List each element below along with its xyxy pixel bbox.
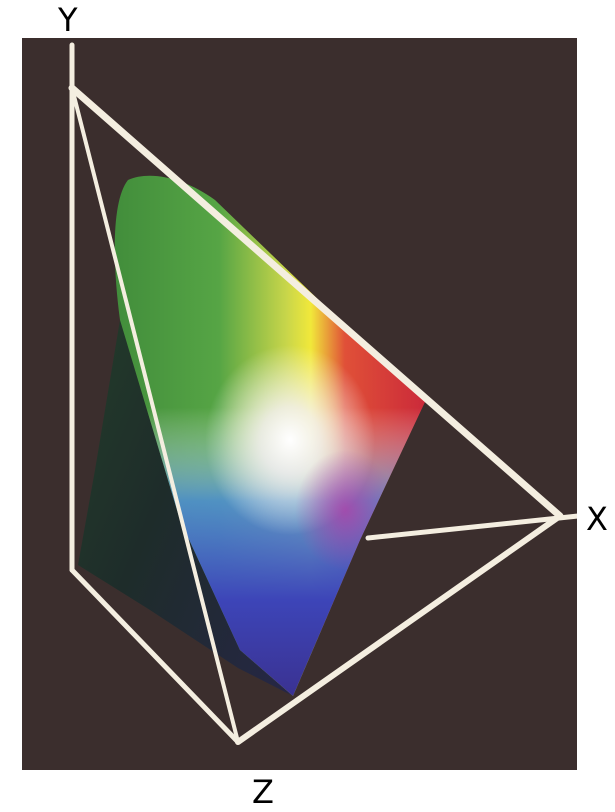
- y-axis-label: Y: [58, 4, 78, 36]
- x-axis-label: X: [586, 503, 608, 535]
- z-axis-label: Z: [252, 776, 274, 808]
- page-margin: [577, 325, 615, 770]
